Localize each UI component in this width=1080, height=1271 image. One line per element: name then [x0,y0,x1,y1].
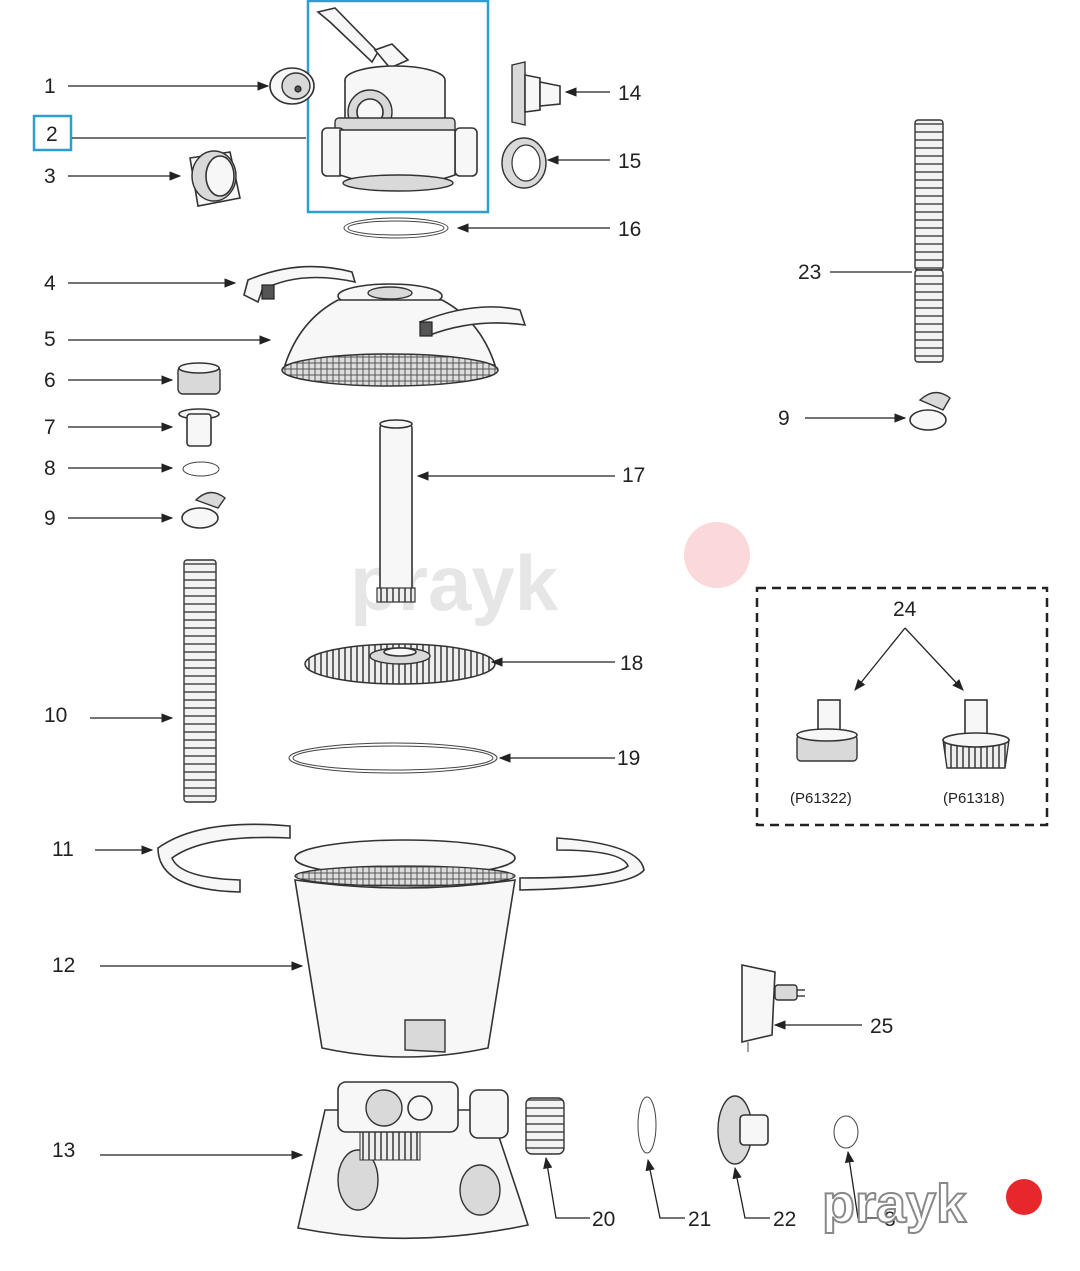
label-19: 19 [617,747,640,770]
part-12-tank [294,839,516,1058]
label-1: 1 [44,75,56,98]
watermark-corner: prayk [821,1173,1042,1235]
label-13: 13 [52,1139,75,1162]
part-11-tank-clamp [157,823,645,893]
part-18-lateral-assembly [304,643,496,685]
label-9: 9 [44,507,56,530]
part-15-o-ring [501,137,547,189]
part-9-hose-clamp-right [909,391,951,431]
part-24-variant-a [796,699,858,762]
part-13-pump-base [297,1039,750,1240]
label-17: 17 [622,464,645,487]
part-8-o-ring-right [833,1115,859,1149]
part-20-strainer-basket [525,1097,565,1155]
label-16: 16 [618,218,641,241]
label-25: 25 [870,1015,893,1038]
label-10: 10 [44,704,67,727]
label-9-right: 9 [778,407,790,430]
svg-text:prayk: prayk [822,1174,967,1234]
label-2-highlight-box [32,114,73,152]
label-8: 8 [44,457,56,480]
part-9-hose-clamp [181,491,226,529]
valve-highlight-box [306,0,490,214]
variant-b-code: (P61318) [943,790,1005,807]
part-3-union-nut [189,150,241,207]
label-4: 4 [44,272,56,295]
part-1-cap [269,67,315,105]
part-10-hose [183,559,217,803]
part-17-standpipe [376,419,416,603]
label-7: 7 [44,416,56,439]
part-7-adapter [178,408,220,447]
part-19-tank-o-ring [288,742,498,774]
label-21: 21 [688,1208,711,1231]
part-8-o-ring [182,461,220,477]
part-4-lid-clamp [243,265,357,304]
label-5: 5 [44,328,56,351]
label-18: 18 [620,652,643,675]
part-22-strainer-cap [717,1095,769,1165]
part-14-hose-adapter [511,61,561,126]
leader-lines [68,81,912,1219]
label-14: 14 [618,82,642,105]
label-22: 22 [773,1208,796,1231]
part-6-nut [177,362,221,395]
variant-a-code: (P61322) [790,790,852,807]
part-25-power-plug [741,964,805,1052]
label-23: 23 [798,261,821,284]
part-21-o-ring [637,1096,657,1154]
label-8-right: 8 [884,1208,896,1231]
part-labels: 1 2 3 4 5 6 7 8 9 10 11 12 13 14 15 16 1… [44,75,917,1231]
label-2: 2 [46,123,58,146]
part-24-variant-b [942,699,1010,769]
label-15: 15 [618,150,641,173]
label-3: 3 [44,165,56,188]
label-20: 20 [592,1208,615,1231]
part-5-tank-lid [281,283,527,387]
label-11: 11 [52,838,74,861]
label-6: 6 [44,369,56,392]
part-23-hose-upper [914,119,944,271]
multiport-valve [316,7,478,192]
part-23-hose-lower [914,269,944,363]
part-24-options-box [755,586,1049,827]
label-12: 12 [52,954,75,977]
part-16-gasket [343,217,449,239]
label-24: 24 [893,598,917,621]
